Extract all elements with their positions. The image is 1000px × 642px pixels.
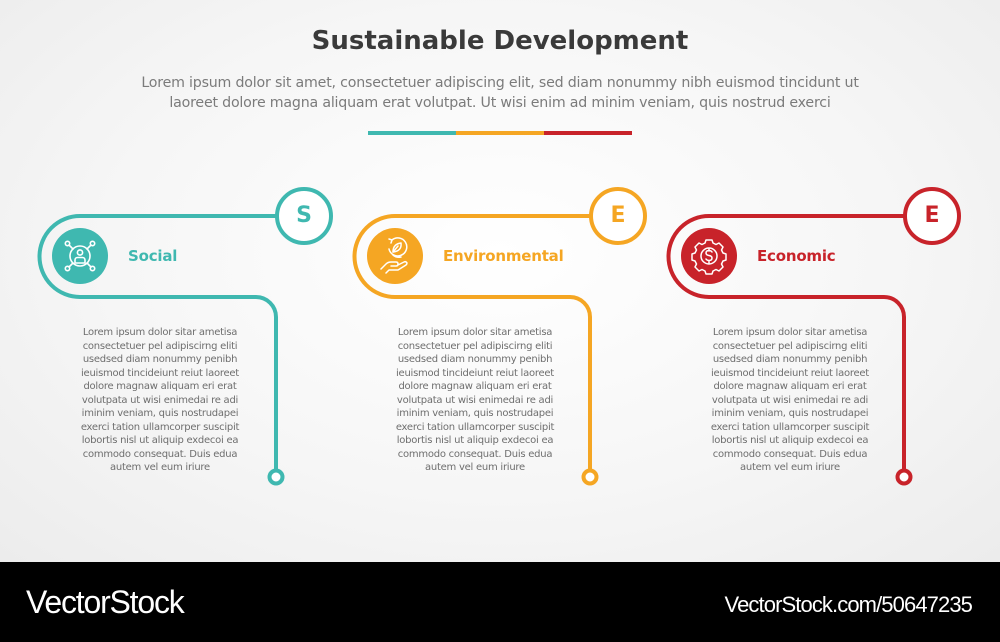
divider-segment-environmental [456,131,544,135]
environmental-description: Lorem ipsum dolor sitar ametisa consecte… [375,326,575,475]
economic-letter: E [924,203,940,228]
body-line: exerci tation ullamcorper suscipit [80,421,240,433]
card-environmental-frame [352,214,592,472]
environmental-end-dot [581,468,599,486]
body-line: iminim veniam, quis nostrudapei [81,408,239,419]
environmental-letter: E [610,203,626,228]
body-line: lobortis nisl ut aliquip exdecoi ea [396,435,554,446]
body-line: volutpata ut wisi enimedai re adi [711,394,869,406]
body-line: exerci tation ullamcorper suscipit [395,421,555,433]
watermark-footer: VectorStock VectorStock.com/50647235 [0,562,1000,642]
social-icon-disc [52,228,108,284]
body-line: Lorem ipsum dolor sitar ametisa [397,327,553,338]
body-line: ieuismod tincideiunt reiut laoreet [711,367,869,379]
page-subtitle: Lorem ipsum dolor sit amet, consectetuer… [60,73,940,113]
body-line: commodo consequat. Duis edua [712,448,868,460]
body-line: commodo consequat. Duis edua [397,448,553,460]
body-line: dolore magnaw aliquam eri erat [83,381,237,392]
body-line: iminim veniam, quis nostrudapei [396,408,554,419]
footer-brand: VectorStock [26,584,185,620]
social-letter-badge [275,187,333,245]
environmental-letter-badge [589,187,647,245]
footer-url: VectorStock.com/50647235 [724,592,973,617]
body-line: lobortis nisl ut aliquip exdecoi ea [711,435,869,446]
body-line: autem vel eum iriure [740,462,840,473]
body-line: dolore magnaw aliquam eri erat [713,381,867,392]
body-line: volutpata ut wisi enimedai re adi [396,394,554,406]
economic-label: Economic [757,247,836,265]
hand-leaf-recycle-icon [380,237,408,274]
economic-end-dot [895,468,913,486]
subtitle-line-1: Lorem ipsum dolor sit amet, consectetuer… [141,75,859,91]
economic-description: Lorem ipsum dolor sitar ametisa consecte… [690,326,890,475]
body-line: usedsed diam nonummy penibh [397,354,553,365]
body-line: volutpata ut wisi enimedai re adi [81,394,239,406]
body-line: iminim veniam, quis nostrudapei [711,408,869,419]
page-title: Sustainable Development [311,26,689,56]
social-label: Social [128,247,178,265]
body-line: usedsed diam nonummy penibh [82,354,238,365]
body-line: usedsed diam nonummy penibh [712,354,868,365]
body-line: consectetuer pel adipiscirng eliti [82,340,238,352]
body-line: commodo consequat. Duis edua [82,448,238,460]
social-end-dot [267,468,285,486]
economic-letter-badge [903,187,961,245]
body-line: dolore magnaw aliquam eri erat [398,381,552,392]
divider-segment-economic [544,131,632,135]
body-line: exerci tation ullamcorper suscipit [710,421,870,433]
infographic-canvas: Sustainable Development Lorem ipsum dolo… [0,0,1000,562]
body-line: ieuismod tincideiunt reiut laoreet [81,367,239,379]
diagram-shapes [37,187,961,486]
gear-dollar-icon [691,239,727,275]
subtitle-line-2: laoreet dolore magna aliquam erat volutp… [169,95,831,111]
card-economic-frame [666,214,906,472]
social-description: Lorem ipsum dolor sitar ametisa consecte… [60,326,260,475]
social-letter: S [296,203,312,228]
environmental-label: Environmental [443,247,564,265]
divider-segment-social [368,131,456,135]
network-person-icon [64,240,96,272]
body-line: autem vel eum iriure [110,462,210,473]
body-line: consectetuer pel adipiscirng eliti [397,340,553,352]
body-line: lobortis nisl ut aliquip exdecoi ea [81,435,239,446]
card-social-frame [37,214,278,472]
body-line: ieuismod tincideiunt reiut laoreet [396,367,554,379]
body-line: consectetuer pel adipiscirng eliti [712,340,868,352]
body-line: Lorem ipsum dolor sitar ametisa [712,327,868,338]
body-line: autem vel eum iriure [425,462,525,473]
body-line: Lorem ipsum dolor sitar ametisa [82,327,238,338]
